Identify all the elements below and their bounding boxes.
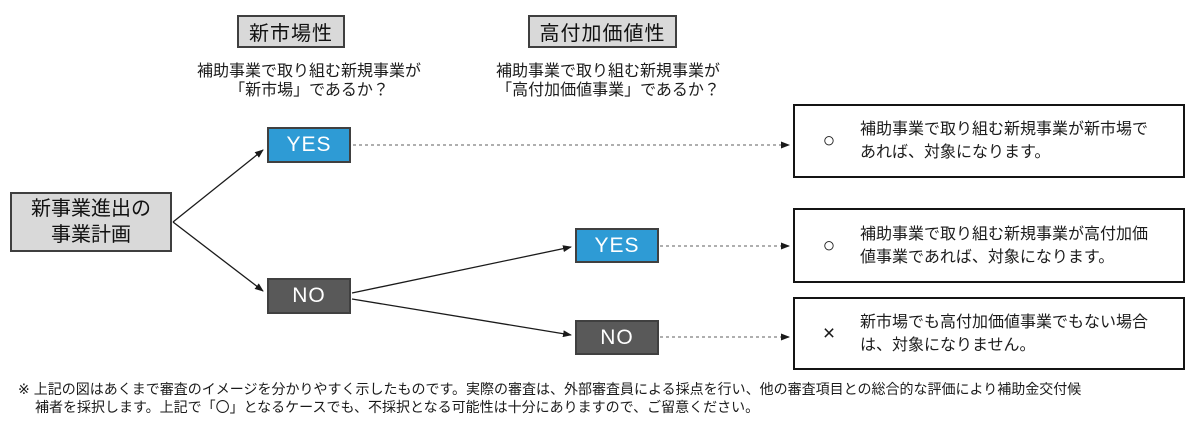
column-header-new-market-label: 新市場性 bbox=[249, 23, 333, 45]
footnote-line2-text: 補者を採択します。上記で「〇」となるケースでも、不採択となる可能性は十分にありま… bbox=[35, 398, 760, 415]
result-text-high-value: 補助事業で取り組む新規事業が高付加価値事業であれば、対象になります。 bbox=[860, 225, 1149, 266]
decision-level2-yes: YES bbox=[575, 228, 659, 263]
cross-mark-icon: × bbox=[822, 321, 836, 345]
decision-level1-no-label: NO bbox=[292, 284, 326, 307]
footnote-marker: ※ bbox=[18, 381, 30, 397]
question-new-market-line2: 「新市場」であるか？ bbox=[229, 82, 389, 99]
decision-level2-no-label: NO bbox=[600, 325, 634, 349]
arrow-start-to-yes1 bbox=[172, 149, 264, 223]
result-text-not-eligible: 新市場でも高付加価値事業でもない場合は、対象になりません。 bbox=[860, 313, 1149, 354]
footnote: ※上記の図はあくまで審査のイメージを分かりやすく示したものです。実際の審査は、外… bbox=[18, 381, 1183, 416]
question-high-value-line1: 補助事業で取り組む新規事業が bbox=[495, 63, 720, 80]
column-header-high-value: 高付加価値性 bbox=[528, 15, 677, 48]
arrow-start-to-no1 bbox=[172, 221, 264, 292]
footnote-line1: ※上記の図はあくまで審査のイメージを分かりやすく示したものです。実際の審査は、外… bbox=[18, 381, 1183, 399]
circle-mark-icon: ○ bbox=[822, 129, 836, 152]
question-new-market: 補助事業で取り組む新規事業が 「新市場」であるか？ bbox=[164, 62, 454, 100]
decision-level2-yes-label: YES bbox=[594, 233, 640, 257]
question-high-value-line2: 「高付加価値事業」であるか？ bbox=[496, 82, 720, 99]
arrow-no1-to-no2 bbox=[351, 298, 572, 338]
result-box-new-market: ○ 補助事業で取り組む新規事業が新市場であれば、対象になります。 bbox=[793, 104, 1185, 178]
question-new-market-line1: 補助事業で取り組む新規事業が bbox=[196, 63, 421, 80]
column-header-high-value-label: 高付加価値性 bbox=[539, 23, 666, 45]
result-text-new-market: 補助事業で取り組む新規事業が新市場であれば、対象になります。 bbox=[860, 121, 1149, 161]
start-node-line1: 新事業進出の bbox=[31, 198, 151, 220]
column-header-new-market: 新市場性 bbox=[237, 15, 345, 48]
decision-level1-yes: YES bbox=[267, 127, 351, 163]
result-box-high-value: ○ 補助事業で取り組む新規事業が高付加価値事業であれば、対象になります。 bbox=[793, 208, 1185, 283]
decision-level2-no: NO bbox=[575, 320, 659, 355]
result-box-not-eligible: × 新市場でも高付加価値事業でもない場合は、対象になりません。 bbox=[793, 297, 1185, 370]
circle-mark-icon: ○ bbox=[822, 233, 836, 257]
start-node-line2: 事業計画 bbox=[51, 224, 131, 246]
start-node: 新事業進出の 事業計画 bbox=[10, 192, 172, 252]
question-high-value: 補助事業で取り組む新規事業が 「高付加価値事業」であるか？ bbox=[463, 62, 753, 100]
decision-level1-yes-label: YES bbox=[286, 133, 332, 156]
footnote-line2: 補者を採択します。上記で「〇」となるケースでも、不採択となる可能性は十分にありま… bbox=[18, 399, 1183, 417]
decision-level1-no: NO bbox=[267, 278, 351, 314]
arrow-no1-to-yes2 bbox=[351, 245, 572, 294]
footnote-line1-text: 上記の図はあくまで審査のイメージを分かりやすく示したものです。実際の審査は、外部… bbox=[33, 381, 1082, 397]
